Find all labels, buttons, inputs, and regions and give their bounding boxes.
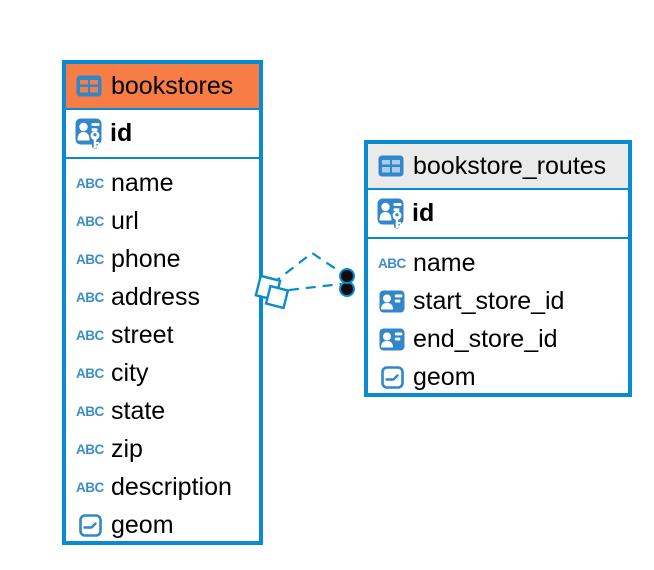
column-name: name bbox=[413, 248, 476, 277]
foreign-key-icon bbox=[378, 290, 406, 313]
text-type-icon: ABC bbox=[76, 441, 104, 457]
relationship-line bbox=[271, 282, 342, 294]
pk-name: id bbox=[412, 199, 435, 227]
column-name: state bbox=[111, 396, 166, 425]
column-name: url bbox=[111, 206, 139, 235]
pk-name: id bbox=[110, 119, 133, 147]
column-row[interactable]: ABC city bbox=[66, 354, 259, 392]
geometry-type-icon bbox=[378, 365, 406, 389]
column-name: phone bbox=[111, 244, 181, 273]
column-name: name bbox=[111, 168, 174, 197]
column-list: ABC name ABC url ABC phone ABC address A… bbox=[66, 159, 259, 544]
table-name: bookstore_routes bbox=[413, 151, 607, 180]
table-icon bbox=[75, 75, 103, 97]
column-name: address bbox=[111, 282, 200, 311]
text-type-icon: ABC bbox=[76, 289, 104, 305]
circle-marker bbox=[339, 281, 355, 297]
text-type-icon: ABC bbox=[76, 175, 104, 191]
text-type-icon: ABC bbox=[378, 255, 406, 271]
text-type-icon: ABC bbox=[76, 403, 104, 419]
column-row[interactable]: ABC name bbox=[368, 244, 628, 282]
foreign-key-icon bbox=[378, 328, 406, 351]
column-name: description bbox=[111, 472, 232, 501]
table-header[interactable]: bookstore_routes bbox=[368, 144, 628, 190]
column-row[interactable]: ABC phone bbox=[66, 240, 259, 278]
text-type-icon: ABC bbox=[76, 327, 104, 343]
column-row[interactable]: geom bbox=[66, 506, 259, 544]
column-row[interactable]: ABC state bbox=[66, 392, 259, 430]
column-name: geom bbox=[111, 510, 174, 539]
column-name: start_store_id bbox=[413, 286, 565, 315]
column-name: street bbox=[111, 320, 174, 349]
column-row[interactable]: ABC street bbox=[66, 316, 259, 354]
text-type-icon: ABC bbox=[76, 479, 104, 495]
column-name: geom bbox=[413, 362, 476, 391]
column-row[interactable]: start_store_id bbox=[368, 282, 628, 320]
text-type-icon: ABC bbox=[76, 251, 104, 267]
column-row[interactable]: ABC zip bbox=[66, 430, 259, 468]
primary-key-icon bbox=[377, 198, 405, 229]
pk-row[interactable]: id bbox=[368, 190, 628, 239]
pk-row[interactable]: id bbox=[66, 110, 259, 159]
column-name: end_store_id bbox=[413, 324, 558, 353]
text-type-icon: ABC bbox=[76, 213, 104, 229]
relationship-line bbox=[271, 251, 346, 285]
table-name: bookstores bbox=[111, 71, 234, 100]
column-row[interactable]: ABC address bbox=[66, 278, 259, 316]
geometry-type-icon bbox=[76, 513, 104, 537]
entity-table-bookstore-routes[interactable]: bookstore_routes id ABC name bbox=[364, 140, 632, 397]
column-list: ABC name start_store_id bbox=[368, 239, 628, 396]
column-row[interactable]: geom bbox=[368, 358, 628, 396]
primary-key-icon bbox=[75, 118, 103, 149]
table-icon bbox=[377, 155, 405, 177]
text-type-icon: ABC bbox=[76, 365, 104, 381]
column-name: zip bbox=[111, 434, 143, 463]
column-row[interactable]: ABC url bbox=[66, 202, 259, 240]
column-name: city bbox=[111, 358, 149, 387]
relationship-group[interactable] bbox=[254, 251, 355, 310]
circle-marker bbox=[339, 268, 355, 284]
column-row[interactable]: ABC name bbox=[66, 164, 259, 202]
column-row[interactable]: ABC description bbox=[66, 468, 259, 506]
column-row[interactable]: end_store_id bbox=[368, 320, 628, 358]
diamond-marker bbox=[264, 284, 290, 310]
table-header[interactable]: bookstores bbox=[66, 64, 259, 110]
entity-table-bookstores[interactable]: bookstores id ABC name ABC bbox=[62, 60, 263, 545]
